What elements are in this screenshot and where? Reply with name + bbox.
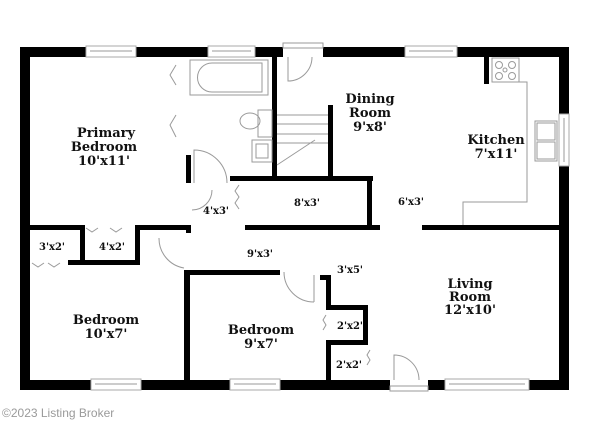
fixtures [189,57,558,225]
label-primary-bedroom-line2: Bedroom [71,140,138,155]
label-primary-bedroom-line1: Primary [77,126,136,141]
label-hall-4x3: 4'x3' [203,206,229,217]
label-living-room-line1: Living [447,277,492,292]
label-closet-3x2: 3'x2' [39,242,65,253]
label-living-room-size: 12'x10' [444,303,496,318]
room-labels: Primary Bedroom 10'x11' Dining Room 9'x8… [39,92,525,371]
label-bedroom-left-size: 10'x7' [85,327,128,342]
label-primary-bedroom-size: 10'x11' [78,154,130,169]
windows [85,45,570,391]
label-foyer-3x5: 3'x5' [337,265,363,276]
label-bedroom-left-name: Bedroom [73,313,140,328]
label-passage-6x3: 6'x3' [398,197,424,208]
interior-walls [20,57,564,385]
label-bedroom-mid-size: 9'x7' [244,337,278,352]
label-closet-2x2-lower: 2'x2' [336,360,362,371]
label-dining-room-line2: Room [349,106,391,121]
label-kitchen-size: 7'x11' [475,147,518,162]
label-closet-8x3: 8'x3' [294,198,320,209]
watermark: ©2023 Listing Broker [2,406,115,420]
label-hall-9x3: 9'x3' [247,249,273,260]
label-closet-4x2: 4'x2' [99,242,125,253]
label-closet-2x2-upper: 2'x2' [337,321,363,332]
label-dining-room-size: 9'x8' [353,120,387,135]
label-living-room-line2: Room [449,290,491,305]
label-kitchen-name: Kitchen [467,133,525,148]
label-bedroom-mid-name: Bedroom [228,323,295,338]
label-dining-room-line1: Dining [345,92,394,107]
doors [31,42,429,392]
